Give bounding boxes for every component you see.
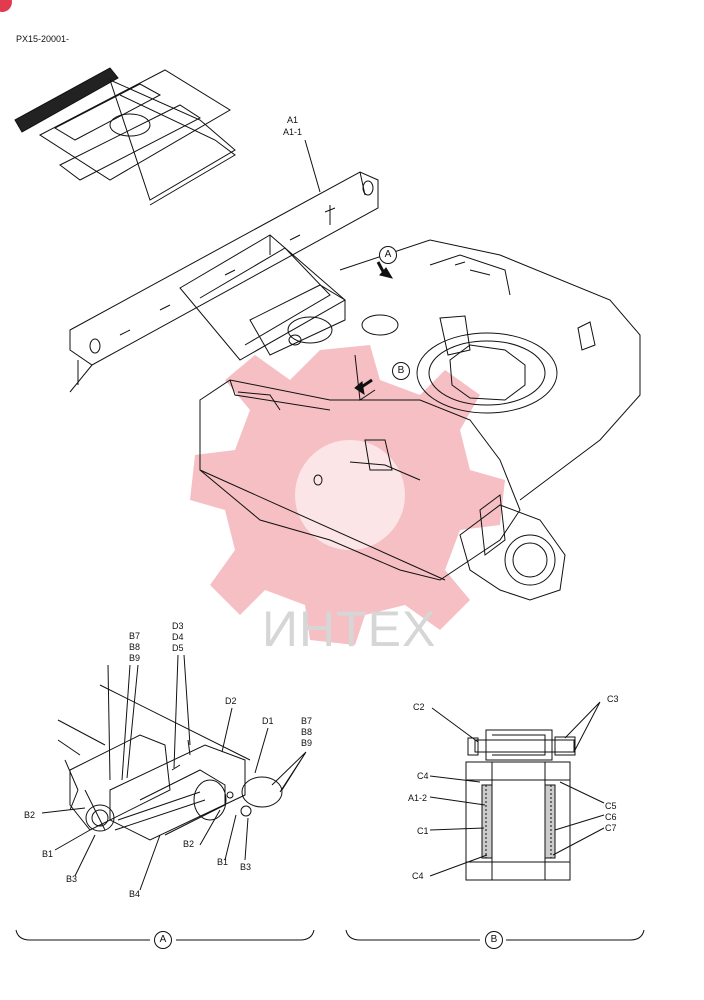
label-b7: B7: [129, 631, 141, 641]
label-b4: B4: [129, 889, 141, 899]
bracket-a: [15, 929, 315, 941]
bracket-b: [345, 929, 645, 941]
label-c7: C7: [605, 823, 617, 833]
label-b9: B9: [129, 653, 141, 663]
watermark-text: ИНТЕХ: [262, 601, 437, 657]
label-b7-right: B7: [301, 716, 313, 726]
label-c2: C2: [413, 702, 425, 712]
thumbnail-undercarriage: [14, 67, 236, 206]
label-b3: B3: [66, 874, 78, 884]
label-c4: C4: [417, 771, 429, 781]
label-a1: A1: [287, 115, 299, 125]
label-c1: C1: [417, 826, 429, 836]
label-b8-right: B8: [301, 727, 313, 737]
label-c4-bottom: C4: [412, 871, 424, 881]
label-a1-2: A1-2: [408, 793, 428, 803]
doc-reference: PX15-20001-: [16, 34, 70, 44]
label-d2: D2: [225, 696, 237, 706]
callout-a: A: [379, 246, 397, 264]
label-d3: D3: [172, 621, 184, 631]
detail-b-drawing: [429, 701, 605, 881]
label-d5: D5: [172, 643, 184, 653]
section-a-callout: A: [154, 931, 172, 949]
label-b3-right: B3: [240, 862, 252, 872]
label-a1-1: A1-1: [283, 127, 303, 137]
label-c5: C5: [605, 801, 617, 811]
label-b1-right: B1: [217, 857, 229, 867]
label-c6: C6: [605, 812, 617, 822]
label-c3: C3: [607, 694, 619, 704]
callout-b: B: [392, 362, 410, 380]
label-b8: B8: [129, 642, 141, 652]
section-b-callout: B: [485, 931, 503, 949]
label-b9-right: B9: [301, 738, 313, 748]
label-d1: D1: [262, 716, 274, 726]
corner-badge: [0, 0, 12, 12]
label-b2: B2: [24, 810, 36, 820]
label-d4: D4: [172, 632, 184, 642]
label-b2-right: B2: [183, 839, 195, 849]
label-b1: B1: [42, 849, 54, 859]
main-assembly: [69, 139, 641, 601]
detail-a-drawing: [41, 654, 307, 891]
